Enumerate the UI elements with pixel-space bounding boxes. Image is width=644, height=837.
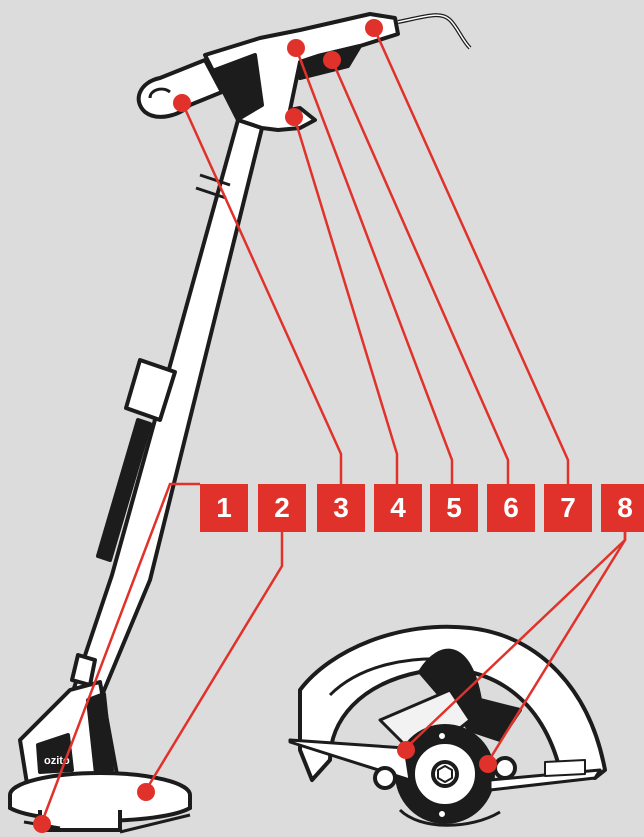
- target-dot-8a: [397, 741, 415, 759]
- leader-line-2: [144, 506, 290, 791]
- callout-5: 5: [430, 484, 478, 532]
- leader-line-6: [330, 59, 510, 484]
- target-dots: [33, 19, 497, 833]
- callout-4: 4: [374, 484, 422, 532]
- target-dot-7: [365, 19, 383, 37]
- target-dot-3: [173, 94, 191, 112]
- target-dot-1: [33, 815, 51, 833]
- leader-line-3: [180, 101, 343, 484]
- leader-line-8b: [486, 532, 627, 763]
- target-dot-6: [323, 51, 341, 69]
- leader-line-5: [294, 47, 454, 484]
- trimmer-shaft: [68, 118, 264, 702]
- leader-line-1: [40, 482, 200, 823]
- target-dot-5: [287, 39, 305, 57]
- motor-housing: ozito: [18, 680, 120, 797]
- callout-2: 2: [258, 484, 306, 532]
- target-dot-8b: [479, 755, 497, 773]
- callout-7: 7: [544, 484, 592, 532]
- callout-1: 1: [200, 484, 248, 532]
- target-dot-4: [285, 108, 303, 126]
- callout-8: 8: [601, 484, 644, 532]
- leader-line-4: [292, 115, 399, 484]
- target-dot-2: [137, 783, 155, 801]
- leader-line-7: [372, 27, 570, 484]
- callout-6: 6: [487, 484, 535, 532]
- guard-detail: [288, 624, 607, 827]
- callout-3: 3: [317, 484, 365, 532]
